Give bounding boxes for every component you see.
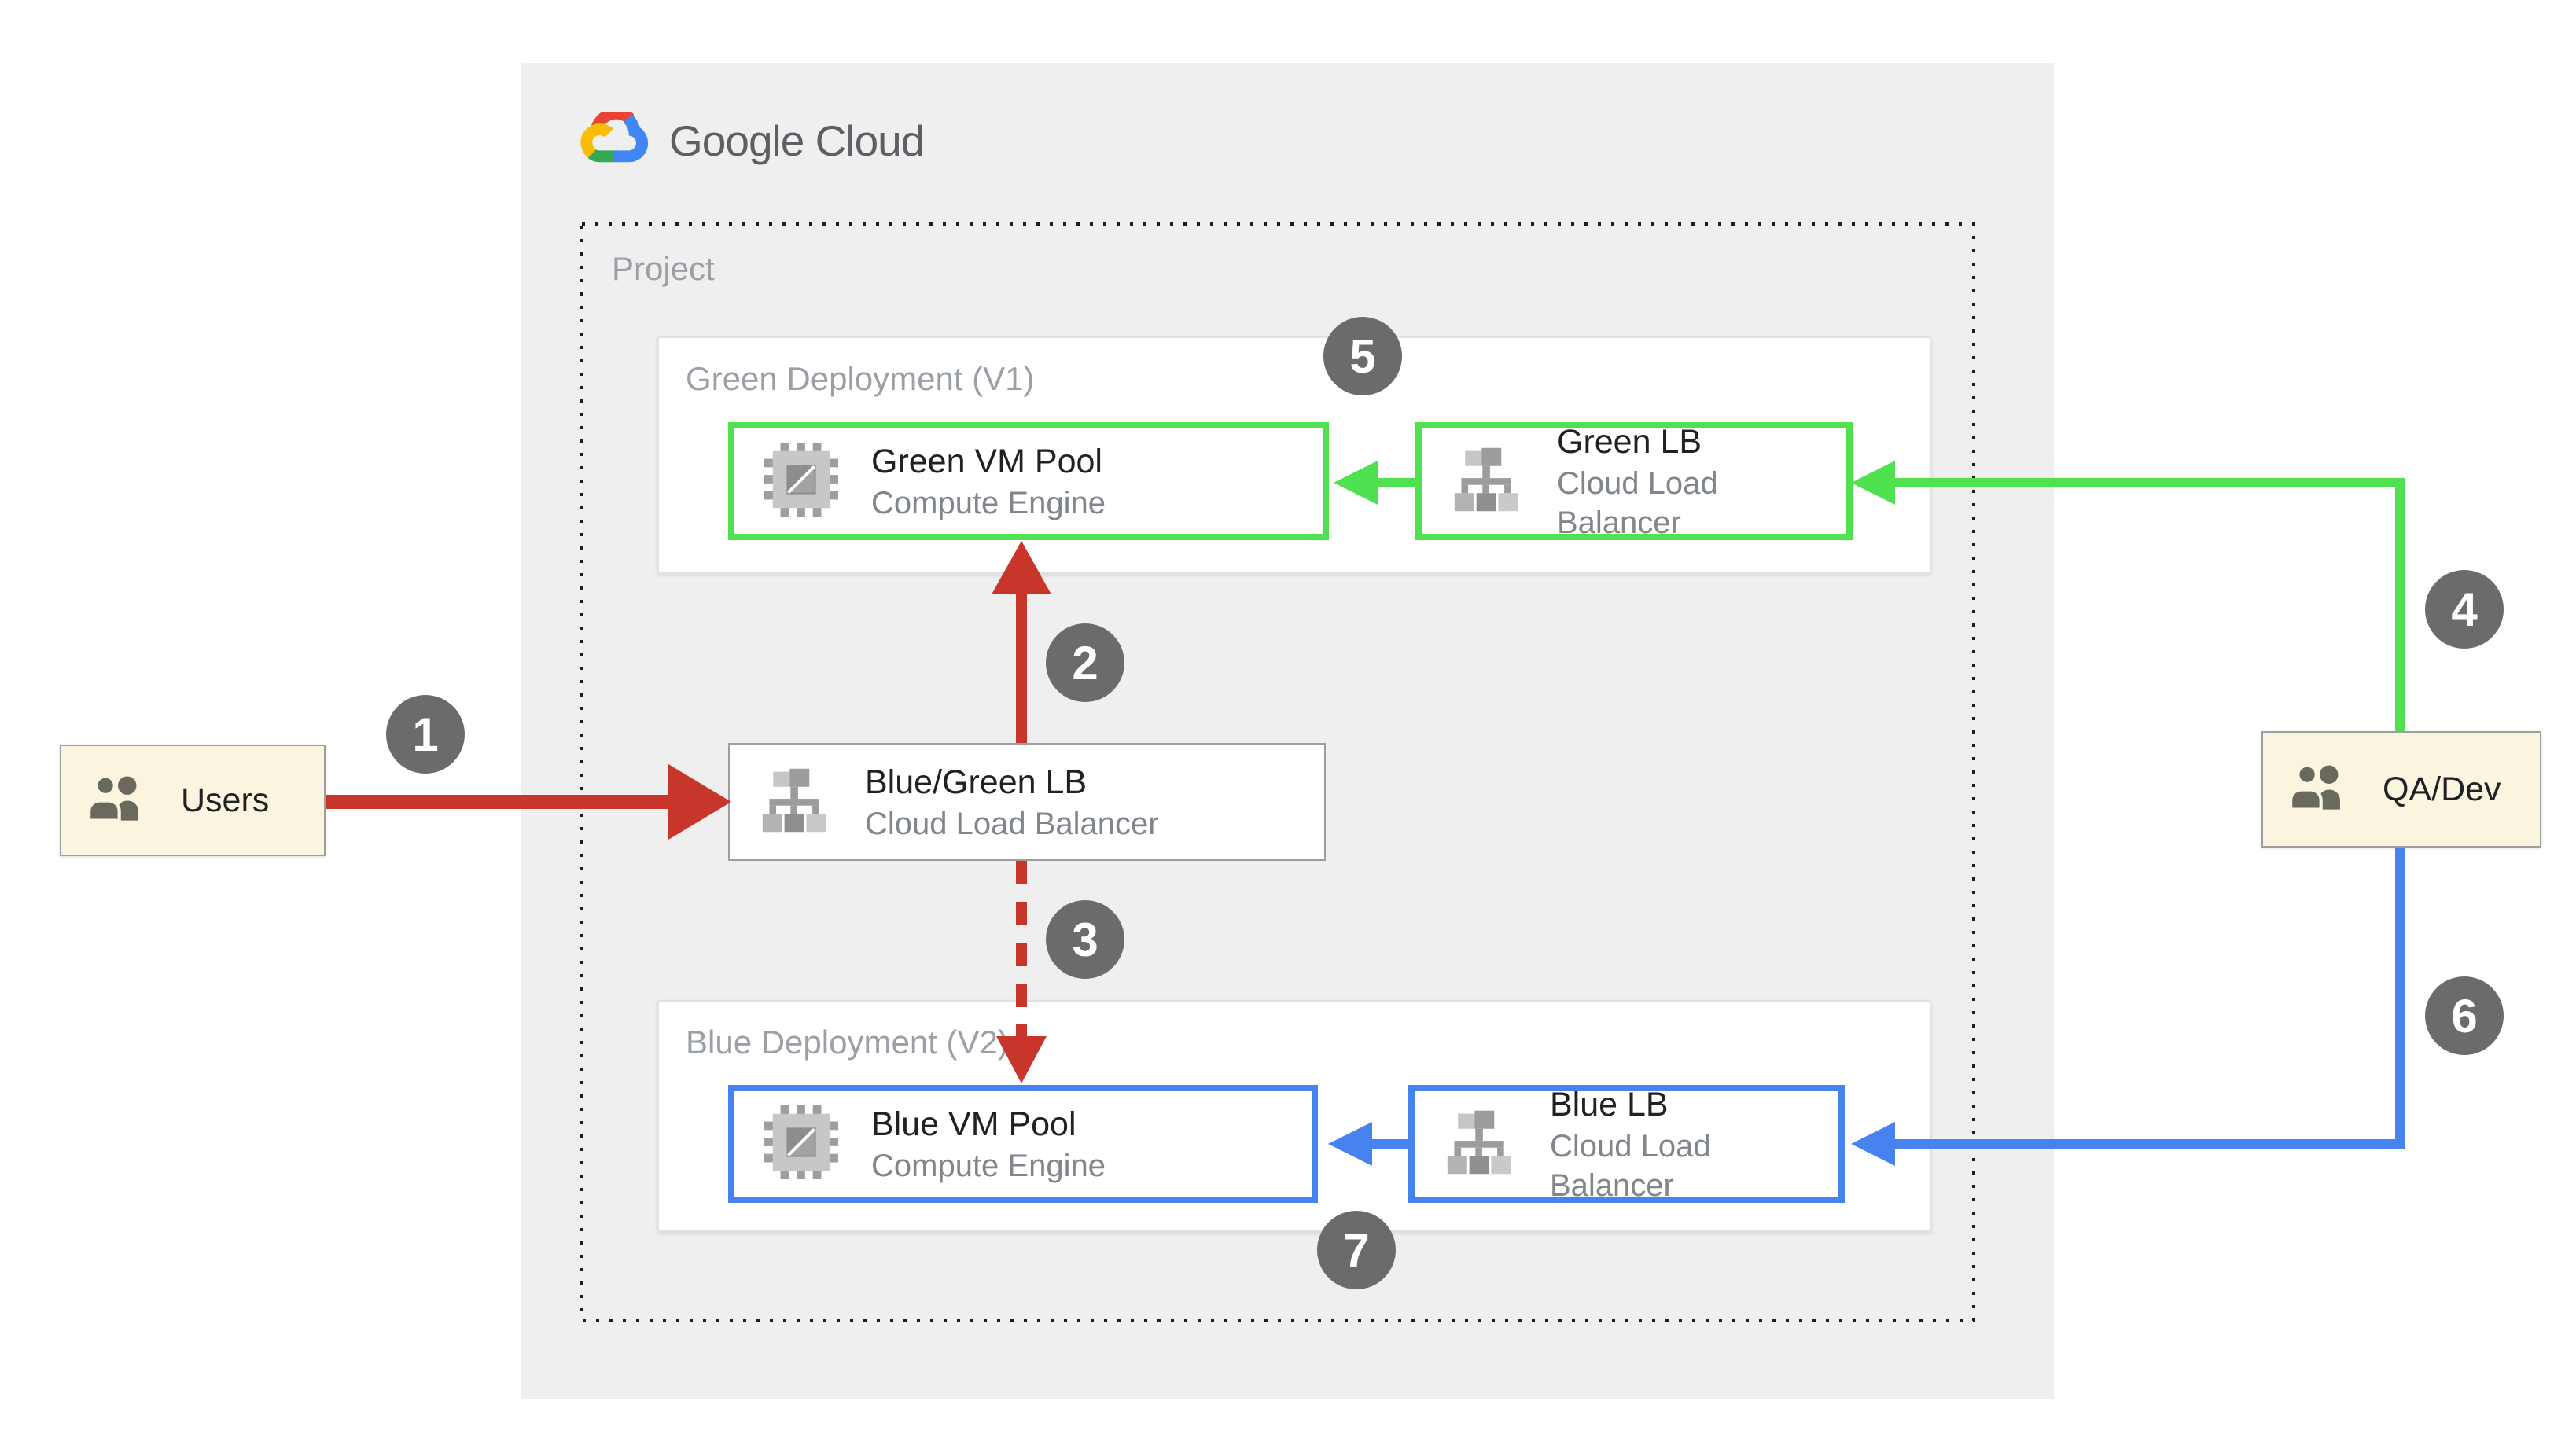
compute-engine-icon xyxy=(764,442,838,520)
green-vm-pool-node: Green VM Pool Compute Engine xyxy=(728,422,1329,540)
project-label: Project xyxy=(612,250,715,287)
node-subtitle: Cloud Load Balancer xyxy=(1550,1129,1711,1203)
users-label: Users xyxy=(181,781,270,819)
step-badge-1: 1 xyxy=(386,695,465,774)
node-title: Blue VM Pool xyxy=(871,1105,1076,1143)
google-cloud-icon xyxy=(580,107,649,168)
blue-deployment-title: Blue Deployment (V2) xyxy=(686,1024,1009,1061)
qa-dev-card: QA/Dev xyxy=(2261,731,2541,848)
users-card: Users xyxy=(60,745,326,856)
step-badge-7: 7 xyxy=(1317,1211,1396,1289)
qa-dev-label: QA/Dev xyxy=(2383,770,2501,808)
node-subtitle: Cloud Load Balancer xyxy=(865,807,1159,841)
node-title: Blue LB xyxy=(1550,1086,1669,1123)
step-badge-2: 2 xyxy=(1046,623,1124,702)
node-subtitle: Cloud Load Balancer xyxy=(1557,466,1718,540)
load-balancer-icon xyxy=(760,768,832,836)
green-lb-node: Green LB Cloud Load Balancer xyxy=(1415,422,1853,540)
google-cloud-logo-text: Google Cloud xyxy=(669,116,925,165)
node-subtitle: Compute Engine xyxy=(871,486,1106,520)
users-icon xyxy=(85,774,151,827)
users-icon xyxy=(2287,763,2353,816)
blue-green-lb-node: Blue/Green LB Cloud Load Balancer xyxy=(728,743,1326,861)
load-balancer-icon xyxy=(1452,447,1524,516)
green-deployment-title: Green Deployment (V1) xyxy=(686,360,1035,397)
blue-lb-node: Blue LB Cloud Load Balancer xyxy=(1408,1085,1845,1203)
step-badge-6: 6 xyxy=(2425,976,2504,1055)
node-title: Blue/Green LB xyxy=(865,763,1087,801)
google-cloud-logo: Google Cloud xyxy=(580,107,925,168)
node-title: Green VM Pool xyxy=(871,443,1102,480)
step-badge-5: 5 xyxy=(1323,317,1402,395)
compute-engine-icon xyxy=(764,1105,838,1183)
blue-vm-pool-node: Blue VM Pool Compute Engine xyxy=(728,1085,1318,1203)
node-title: Green LB xyxy=(1557,423,1702,461)
load-balancer-icon xyxy=(1444,1110,1517,1178)
node-subtitle: Compute Engine xyxy=(871,1149,1106,1183)
step-badge-3: 3 xyxy=(1046,900,1124,979)
step-badge-4: 4 xyxy=(2425,570,2504,649)
